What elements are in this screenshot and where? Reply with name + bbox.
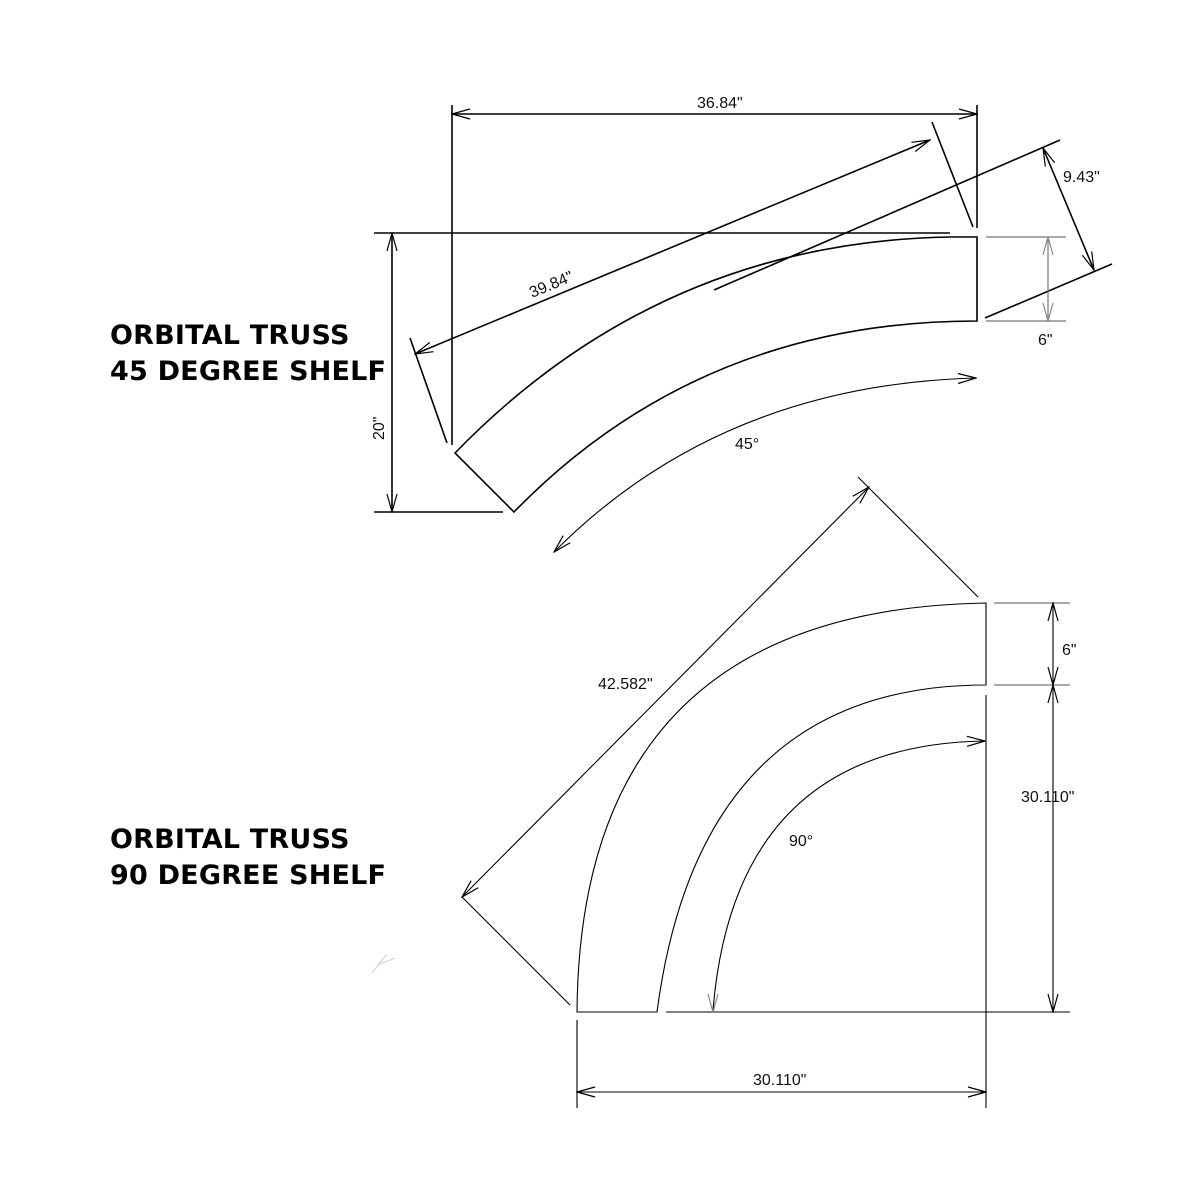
shelf-45-height-label: 20" <box>371 417 388 440</box>
shelf-90-width-label: 30.110" <box>753 1072 806 1089</box>
stray-mark <box>371 953 396 974</box>
shelf-90-outline <box>576 602 987 1013</box>
shelf-90-depth-label: 6" <box>1062 642 1077 659</box>
shelf-45-title-line2: 45 DEGREE SHELF <box>110 356 387 387</box>
shelf-45-outline <box>453 236 978 514</box>
shelf-90-title-line2: 90 DEGREE SHELF <box>110 860 387 891</box>
shelf-90-angle-label: 90° <box>789 833 813 850</box>
shelf-90-drawing: 6" 30.110" 30.110" 42.582" 90° <box>371 476 1077 1108</box>
shelf-45-title: ORBITAL TRUSS 45 DEGREE SHELF <box>110 318 386 390</box>
shelf-45-drawing: 20" 36.84" 39.84" 9.43" 6" 45° <box>371 95 1113 552</box>
shelf-45-normal-depth-label: 9.43" <box>1063 169 1100 186</box>
shelf-90-chord-label: 42.582" <box>598 676 653 693</box>
shelf-90-title-line1: ORBITAL TRUSS <box>110 824 350 855</box>
shelf-90-height-label: 30.110" <box>1021 789 1074 806</box>
shelf-45-angle-label: 45° <box>735 436 759 453</box>
shelf-90-title: ORBITAL TRUSS 90 DEGREE SHELF <box>110 822 386 894</box>
shelf-45-width-label: 36.84" <box>697 95 743 112</box>
shelf-45-depth-label: 6" <box>1038 332 1053 349</box>
shelf-45-title-line1: ORBITAL TRUSS <box>110 320 350 351</box>
